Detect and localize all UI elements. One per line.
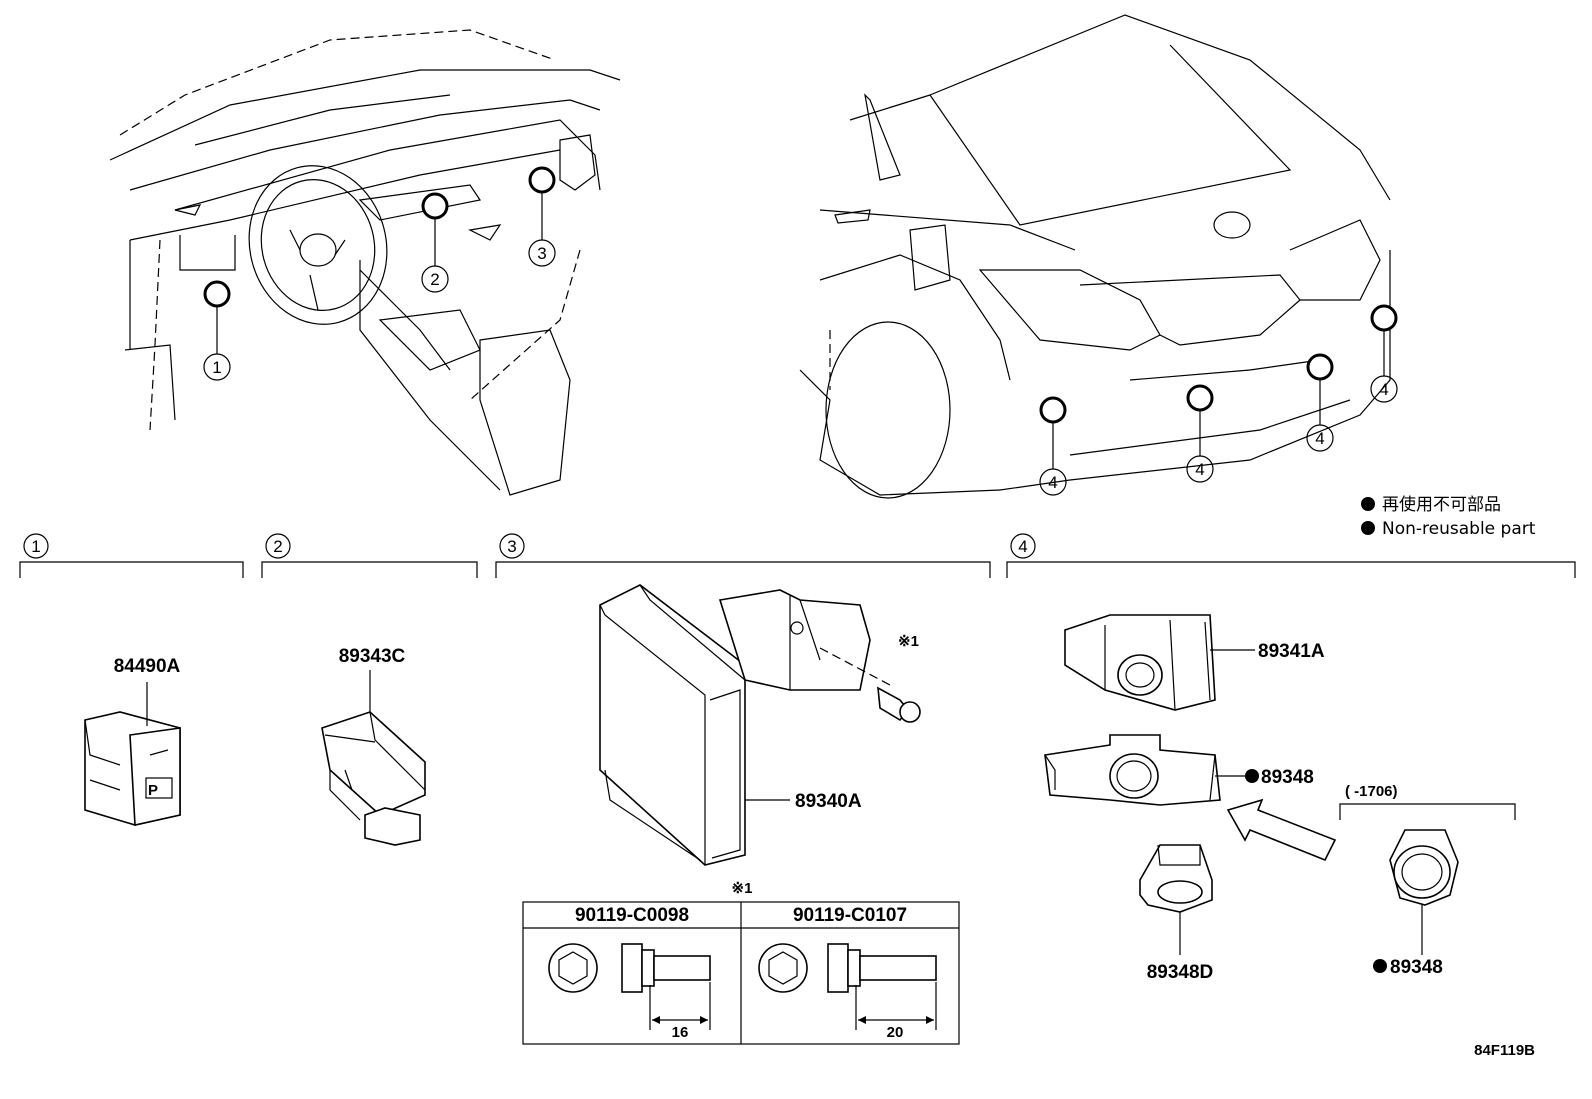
svg-text:4: 4 xyxy=(1018,537,1027,556)
non-reusable-bullet xyxy=(1373,959,1387,973)
part-84490A-switch: P 84490A xyxy=(84,656,181,826)
location-ring-3 xyxy=(528,166,556,194)
svg-text:3: 3 xyxy=(507,537,516,556)
svg-text:4: 4 xyxy=(1195,460,1204,479)
callout-1 xyxy=(203,353,231,381)
part-label-84490A: 84490A xyxy=(114,656,181,677)
legend-jp: 再使用不可部品 xyxy=(1382,494,1501,515)
part-label-89341A: 89341A xyxy=(1258,641,1325,662)
section-2-number xyxy=(265,533,291,559)
non-reusable-bullet xyxy=(1361,497,1375,511)
callout-4c xyxy=(1306,424,1334,452)
bolt-part-no-1: 90119-C0098 xyxy=(575,905,689,926)
part-89341A-sensor: 89341A xyxy=(1064,614,1325,711)
section-3-number xyxy=(499,533,525,559)
section-1-number xyxy=(23,533,49,559)
part-89343C-module: 89343C xyxy=(321,646,426,846)
svg-text:4: 4 xyxy=(1379,380,1388,399)
legend: 再使用不可部品 Non-reusable part xyxy=(1361,494,1536,539)
direction-arrow xyxy=(1226,798,1337,862)
sensor-ring-c xyxy=(1306,353,1334,381)
bolt-length-1: 16 xyxy=(672,1024,689,1041)
bolt-length-2: 20 xyxy=(887,1024,904,1041)
svg-text:1: 1 xyxy=(31,537,40,556)
part-label-89348-retainer: 89348 xyxy=(1261,767,1314,788)
figure-id: 84F119B xyxy=(1474,1042,1535,1059)
callout-4b xyxy=(1186,455,1214,483)
non-reusable-bullet xyxy=(1361,521,1375,535)
callout-4d xyxy=(1370,375,1398,403)
svg-text:P: P xyxy=(148,782,158,799)
sensor-ring-d xyxy=(1370,304,1398,332)
part-89348-bezel: ( -1706) 89348 xyxy=(1339,783,1516,978)
part-label-89348-bezel: 89348 xyxy=(1390,957,1443,978)
non-reusable-bullet xyxy=(1245,769,1259,783)
svg-text:4: 4 xyxy=(1315,429,1324,448)
part-label-89340A: 89340A xyxy=(795,791,862,812)
location-ring-2 xyxy=(421,192,449,220)
part-89340A-ecu: ※1 89340A xyxy=(599,584,921,866)
part-label-89343C: 89343C xyxy=(339,646,406,667)
part-label-89348D: 89348D xyxy=(1147,962,1214,983)
dashboard-illustration xyxy=(109,29,621,496)
section-brackets: 1 2 3 4 xyxy=(19,533,1576,578)
svg-text:3: 3 xyxy=(537,244,546,263)
bolt-table-title: ※1 xyxy=(732,880,753,897)
range-label: ( -1706) xyxy=(1345,783,1398,800)
callout-4a xyxy=(1039,468,1067,496)
bolt-table: ※1 90119-C0098 90119-C0107 16 20 xyxy=(522,880,960,1045)
bolt-part-no-2: 90119-C0107 xyxy=(793,905,907,926)
location-ring-1 xyxy=(203,280,231,308)
svg-text:2: 2 xyxy=(273,537,282,556)
fastener-mark: ※1 xyxy=(898,633,919,650)
rear-car-illustration xyxy=(799,14,1391,499)
location-markers: 1 2 3 4 4 4 4 xyxy=(203,166,1398,496)
svg-text:1: 1 xyxy=(212,358,221,377)
section-4-number xyxy=(1010,533,1036,559)
part-89348D-cover: 89348D xyxy=(1139,844,1214,983)
callout-2 xyxy=(421,265,449,293)
callout-3 xyxy=(528,239,556,267)
part-89348-retainer: 89348 xyxy=(1044,734,1314,806)
svg-text:4: 4 xyxy=(1048,473,1057,492)
sensor-ring-a xyxy=(1039,396,1067,424)
legend-en: Non-reusable part xyxy=(1382,519,1536,539)
svg-text:2: 2 xyxy=(430,270,439,289)
sensor-ring-b xyxy=(1186,384,1214,412)
